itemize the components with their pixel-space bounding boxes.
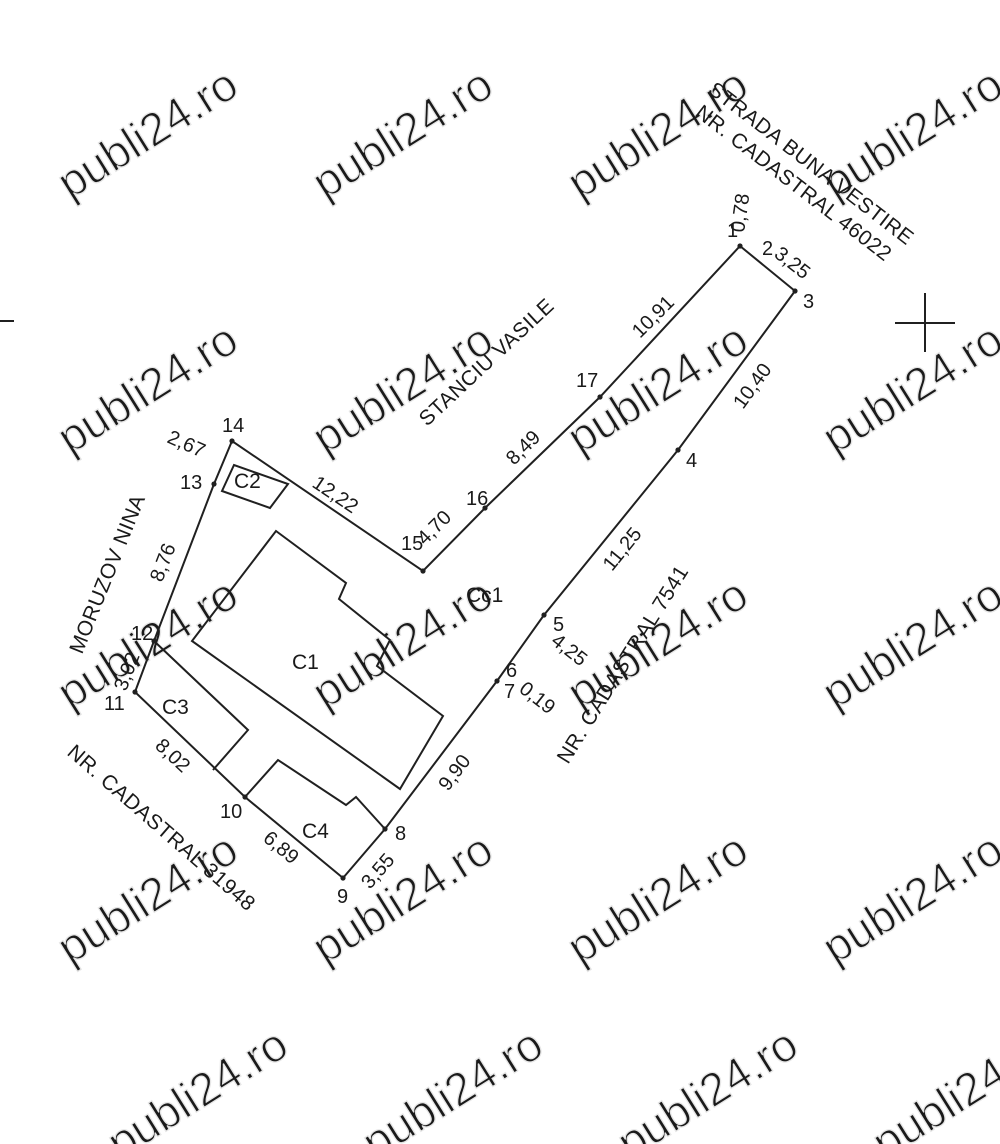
- vertex-marker: [482, 505, 488, 511]
- parcel-boundary: [133, 244, 797, 880]
- point-label: 9: [337, 886, 348, 908]
- point-label: 6: [506, 660, 517, 682]
- building-c2-outline: [220, 463, 290, 510]
- watermark: publi24.ro: [48, 822, 247, 973]
- building-c4-outline: [244, 758, 386, 830]
- distance-label: 6,89: [259, 827, 303, 869]
- point-label: 1: [727, 220, 738, 242]
- building-c3-outline: [153, 640, 250, 771]
- watermark: publi24.ro: [303, 57, 502, 208]
- watermark: publi24.ro: [863, 1017, 1000, 1144]
- vertex-marker: [340, 875, 346, 881]
- point-label: 15: [401, 533, 423, 555]
- point-label: 10: [220, 801, 242, 823]
- vertex-marker: [420, 568, 426, 574]
- distance-label: 10,91: [628, 292, 679, 343]
- vertex-marker: [792, 288, 798, 294]
- watermark: publi24.ro: [98, 1017, 297, 1144]
- vertex-marker: [675, 447, 681, 453]
- point-label: 13: [180, 472, 202, 494]
- watermark: publi24.ro: [48, 312, 247, 463]
- vertex-marker: [151, 638, 157, 644]
- watermark: publi24.ro: [813, 312, 1000, 463]
- vertex-marker: [597, 394, 603, 400]
- crosshair-icon: [895, 293, 955, 352]
- watermark: publi24.ro: [48, 57, 247, 208]
- watermark: publi24.ro: [813, 822, 1000, 973]
- point-label: 17: [576, 370, 598, 392]
- distance-label: 0,78: [727, 192, 754, 234]
- point-label: 5: [553, 614, 564, 636]
- point-label: 7: [504, 681, 515, 703]
- watermark: publi24.ro: [353, 1017, 552, 1144]
- vertex-marker: [242, 794, 248, 800]
- building-label-cc1: Cc1: [466, 584, 503, 607]
- building-label-c3: C3: [162, 696, 189, 719]
- point-label: 12: [131, 623, 153, 645]
- distance-label: 11,25: [599, 524, 647, 576]
- distance-label: 3,25: [770, 243, 814, 284]
- point-label: 4: [686, 450, 697, 472]
- point-label: 3: [803, 291, 814, 313]
- distance-label: 0,19: [515, 678, 559, 719]
- vertex-markers: [132, 243, 798, 881]
- building-label-c4: C4: [302, 820, 329, 843]
- vertex-marker: [211, 481, 217, 487]
- building-c1-outline: [190, 529, 445, 791]
- distance-label: 8,76: [146, 541, 180, 585]
- point-label: 11: [104, 693, 125, 715]
- distance-label: 2,67: [164, 426, 209, 462]
- point-label: 8: [395, 823, 406, 845]
- point-label: 14: [222, 415, 244, 437]
- watermark: publi24.ro: [813, 567, 1000, 718]
- watermark: publi24.ro: [608, 1017, 807, 1144]
- building-label-c1: C1: [292, 651, 319, 674]
- vertex-marker: [382, 826, 388, 832]
- vertex-marker: [541, 612, 547, 618]
- watermark: publi24.ro: [558, 822, 757, 973]
- point-label: 16: [466, 488, 488, 510]
- vertex-marker: [132, 689, 138, 695]
- building-label-c2: C2: [234, 470, 261, 493]
- vertex-marker: [737, 243, 743, 249]
- distance-label: 8,49: [502, 426, 545, 469]
- distance-label: 9,90: [434, 751, 475, 795]
- vertex-marker: [229, 438, 235, 444]
- point-label: 2: [762, 238, 773, 260]
- vertex-marker: [494, 678, 500, 684]
